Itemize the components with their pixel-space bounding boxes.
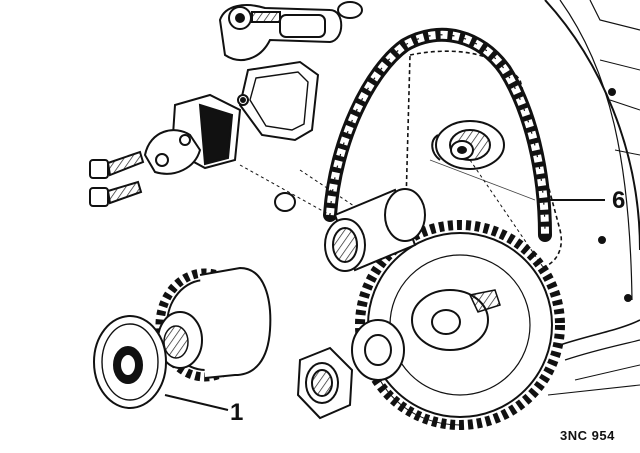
- sprocket-nut: [296, 346, 354, 420]
- leader-lines: [164, 199, 605, 411]
- bolt-upper: [89, 150, 145, 179]
- callout-6: 6: [612, 187, 625, 214]
- camshaft-hub: [431, 120, 505, 170]
- timing-chain: [323, 27, 552, 242]
- crankshaft-spacer: [324, 188, 426, 272]
- gasket-plate: [237, 60, 320, 142]
- figure-code: 3NC 954: [560, 428, 615, 443]
- callout-1: 1: [230, 399, 243, 426]
- sprocket-washer: [351, 319, 405, 381]
- thrust-washer: [93, 315, 167, 409]
- engine-casing: [544, 0, 640, 396]
- bolts: [89, 150, 296, 212]
- auxiliary-sprocket: [155, 266, 272, 382]
- timing-plate: [404, 50, 562, 271]
- chain-tensioner: [143, 93, 242, 175]
- bolt-lower: [89, 180, 143, 207]
- top-bracket: [218, 1, 363, 61]
- crankshaft-sprocket: [355, 220, 565, 430]
- guide-lines: [239, 159, 546, 271]
- leader-line-1: [164, 394, 229, 411]
